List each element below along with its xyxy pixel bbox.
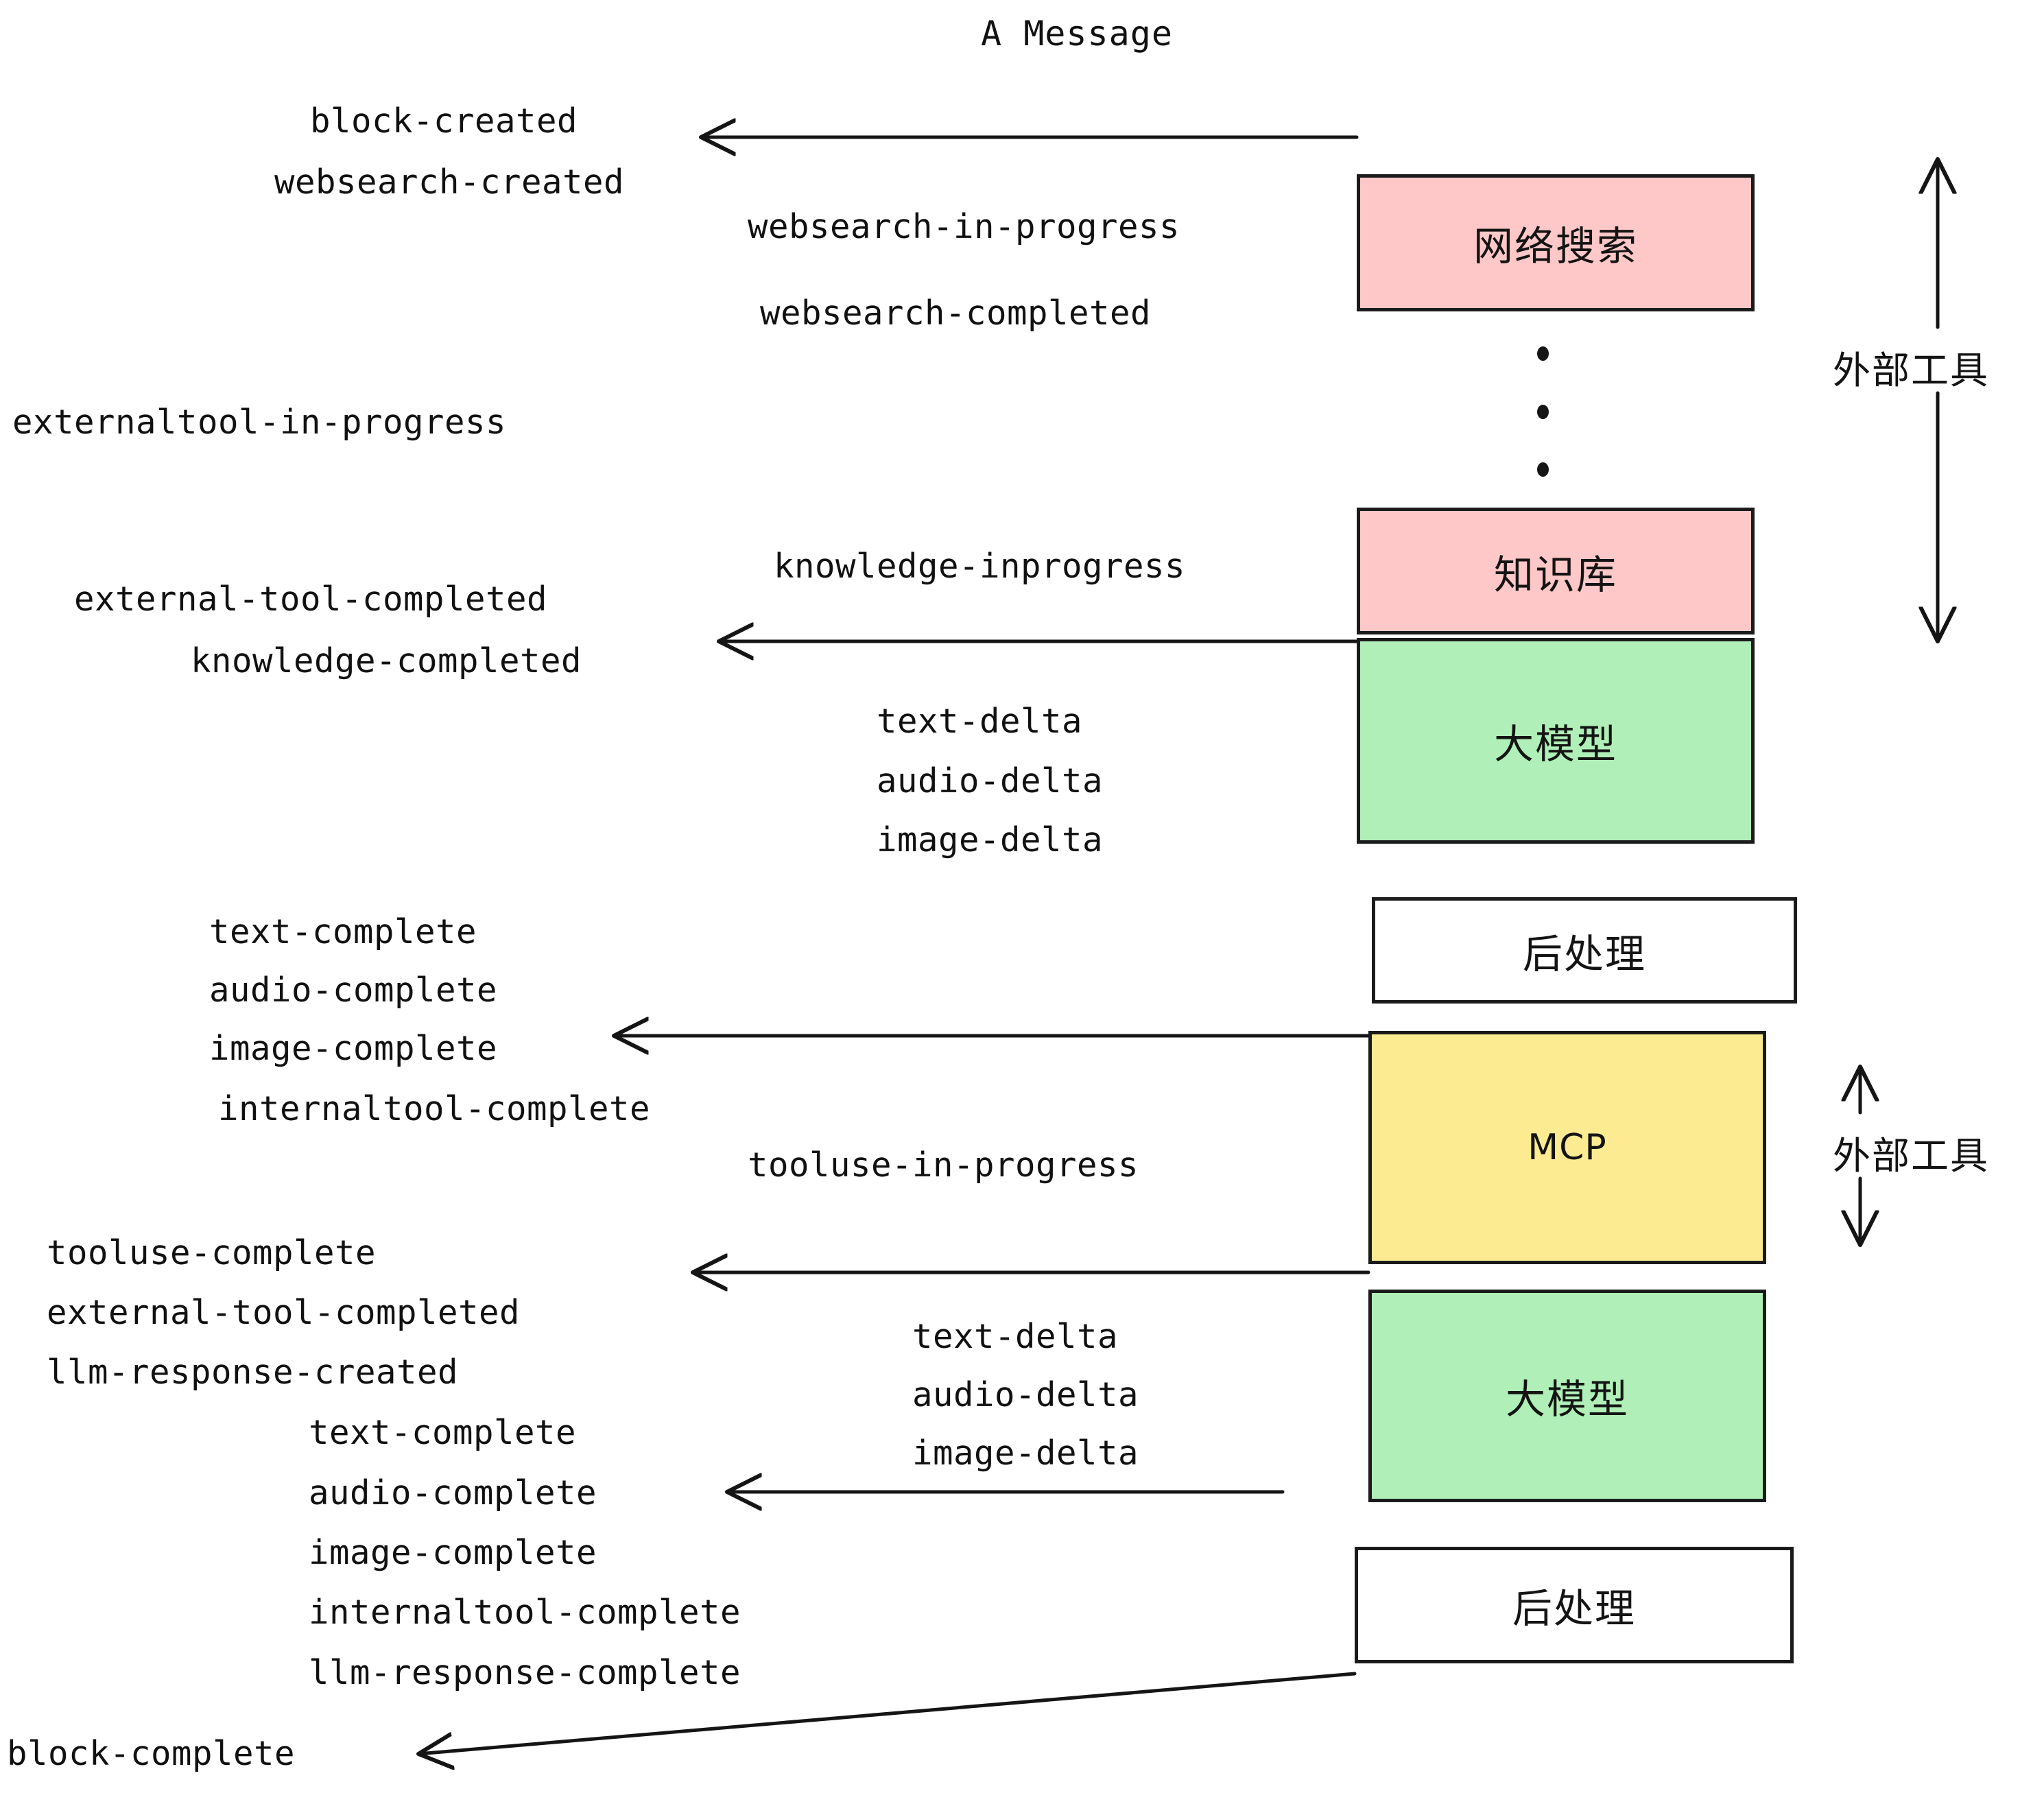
event-label-external-tool-completed-1: external-tool-completed bbox=[74, 580, 548, 619]
event-label-tooluse-in-progress: tooluse-in-progress bbox=[748, 1146, 1139, 1185]
box-postprocess-top[interactable]: 后处理 bbox=[1372, 897, 1797, 1004]
event-label-knowledge-completed: knowledge-completed bbox=[191, 641, 582, 680]
box-label-postprocess-bottom: 后处理 bbox=[1512, 1585, 1636, 1632]
event-label-knowledge-inprogress: knowledge-inprogress bbox=[774, 547, 1186, 586]
side-label-external-tools-bottom: 外部工具 bbox=[1833, 1134, 1990, 1178]
event-label-llm-response-complete: llm-response-complete bbox=[309, 1653, 741, 1692]
event-label-llm-response-created: llm-response-created bbox=[47, 1353, 459, 1392]
ellipsis-dot bbox=[1536, 462, 1549, 477]
event-label-websearch-created: websearch-created bbox=[274, 163, 625, 202]
event-label-audio-delta-2: audio-delta bbox=[912, 1375, 1139, 1414]
event-label-text-complete-2: text-complete bbox=[309, 1413, 577, 1452]
box-label-mcp: MCP bbox=[1528, 1127, 1607, 1168]
event-label-audio-complete-1: audio-complete bbox=[209, 971, 498, 1010]
event-label-internaltool-complete-1: internaltool-complete bbox=[218, 1089, 651, 1128]
event-label-text-delta-2: text-delta bbox=[912, 1317, 1119, 1356]
event-label-websearch-in-progress: websearch-in-progress bbox=[748, 207, 1180, 246]
event-label-block-created: block-created bbox=[310, 102, 578, 141]
event-label-internaltool-complete-2: internaltool-complete bbox=[309, 1593, 741, 1632]
vertical-ellipsis-icon bbox=[1536, 346, 1549, 477]
side-label-external-tools-top: 外部工具 bbox=[1833, 348, 1990, 392]
box-label-llm-top: 大模型 bbox=[1493, 721, 1617, 768]
box-websearch[interactable]: 网络搜索 bbox=[1357, 174, 1755, 311]
ellipsis-dot bbox=[1536, 404, 1549, 419]
page-title: A Message bbox=[981, 14, 1173, 54]
event-label-image-delta-1: image-delta bbox=[877, 820, 1104, 859]
event-label-external-tool-completed-2: external-tool-completed bbox=[47, 1293, 521, 1332]
box-mcp[interactable]: MCP bbox=[1368, 1031, 1766, 1264]
box-label-llm-bottom: 大模型 bbox=[1505, 1376, 1629, 1423]
event-label-image-complete-2: image-complete bbox=[309, 1533, 597, 1572]
event-label-image-delta-2: image-delta bbox=[912, 1434, 1139, 1473]
event-label-text-delta-1: text-delta bbox=[877, 702, 1083, 741]
box-knowledge[interactable]: 知识库 bbox=[1357, 508, 1755, 634]
event-label-tooluse-complete: tooluse-complete bbox=[47, 1233, 377, 1272]
event-label-image-complete-1: image-complete bbox=[209, 1029, 498, 1068]
box-label-websearch: 网络搜索 bbox=[1473, 223, 1638, 270]
event-label-externaltool-in-progress: externaltool-in-progress bbox=[12, 403, 507, 442]
event-label-audio-delta-1: audio-delta bbox=[877, 761, 1104, 800]
box-llm-bottom[interactable]: 大模型 bbox=[1368, 1290, 1766, 1502]
event-label-text-complete-1: text-complete bbox=[209, 912, 477, 951]
box-label-postprocess-top: 后处理 bbox=[1522, 930, 1646, 977]
event-label-audio-complete-2: audio-complete bbox=[309, 1473, 597, 1512]
box-postprocess-bottom[interactable]: 后处理 bbox=[1355, 1547, 1794, 1663]
event-label-block-complete: block-complete bbox=[7, 1734, 296, 1773]
box-label-knowledge: 知识库 bbox=[1493, 551, 1617, 598]
event-label-websearch-completed: websearch-completed bbox=[760, 294, 1152, 333]
box-llm-top[interactable]: 大模型 bbox=[1357, 638, 1755, 844]
ellipsis-dot bbox=[1536, 346, 1549, 361]
